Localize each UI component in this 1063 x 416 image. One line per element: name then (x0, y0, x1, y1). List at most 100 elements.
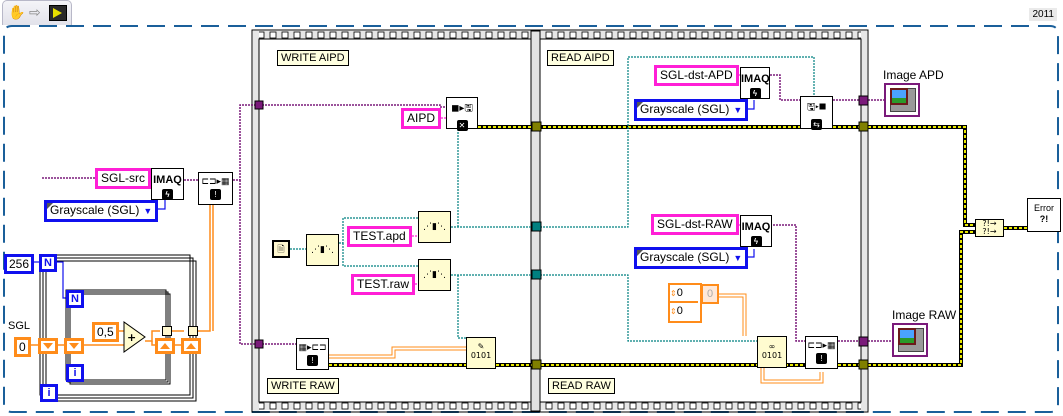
film-hole (797, 402, 805, 410)
film-hole (617, 31, 625, 39)
build-path-apd-vi[interactable]: ⋰▮⋱ (418, 211, 451, 243)
image-raw-indicator[interactable] (892, 323, 928, 357)
index-tunnel-outer (188, 326, 198, 336)
current-vi-path-constant[interactable]: 🗎 (272, 240, 290, 258)
shift-register-right-outer (181, 338, 201, 354)
film-hole (761, 402, 769, 410)
dimension-array-constant[interactable]: ⇕0 ⇕0 (668, 283, 702, 323)
ring-corner (637, 102, 643, 108)
film-hole (689, 31, 697, 39)
read-binary-file-vi[interactable]: ∞0101 (757, 336, 787, 368)
arrow-right-icon[interactable]: ⇨ (29, 5, 41, 21)
index-spinner-icon[interactable]: ⇕ (670, 289, 677, 298)
binary-icon: 0101 (761, 351, 783, 360)
film-hole (377, 402, 385, 410)
film-hole (737, 31, 745, 39)
vi-glyph-icon: ⇆ (811, 119, 822, 130)
toolbar-tab: ✋ ⇨ (2, 0, 72, 25)
hand-icon[interactable]: ✋ (8, 5, 26, 21)
film-hole (557, 31, 565, 39)
film-hole (425, 31, 433, 39)
film-hole (593, 31, 601, 39)
film-hole (497, 402, 505, 410)
film-hole (473, 402, 481, 410)
dropdown-arrow-icon[interactable]: ▼ (143, 206, 153, 216)
imaq-write-file-vi[interactable]: ◼▸🖫✕ (446, 97, 478, 131)
src-image-name-constant[interactable]: SGL-src (95, 168, 152, 189)
dropdown-arrow-icon[interactable]: ▼ (733, 253, 743, 263)
film-hole (497, 31, 505, 39)
dropdown-arrow-icon[interactable]: ▼ (733, 105, 743, 115)
image-apd-indicator[interactable] (884, 83, 920, 117)
image-raw-label: Image RAW (892, 308, 957, 322)
shift-register-left-outer (38, 338, 58, 354)
film-hole (293, 31, 301, 39)
build-path-raw-vi[interactable]: ⋰▮⋱ (418, 259, 451, 291)
array-value-0[interactable]: 0 (676, 287, 683, 299)
film-hole (641, 31, 649, 39)
apd-filename-constant[interactable]: TEST.apd (347, 226, 412, 247)
film-hole (341, 402, 349, 410)
write-binary-file-vi[interactable]: ✎0101 (466, 337, 496, 369)
index-tunnel-inner (162, 326, 172, 336)
shift-register-left-inner (64, 338, 84, 354)
image-type-ring-raw[interactable]: Grayscale (SGL)▼ (634, 247, 749, 269)
image-type-ring-apd[interactable]: Grayscale (SGL)▼ (634, 99, 749, 121)
dst-apd-name-constant[interactable]: SGL-dst-APD (654, 65, 739, 86)
film-hole (401, 402, 409, 410)
array-to-image-icon: ⊏⊐▸▦ (201, 176, 230, 186)
vi-icon[interactable] (49, 5, 67, 21)
outer-count-terminal: N (39, 254, 57, 272)
binary-icon: 0101 (470, 351, 492, 360)
vi-glyph-icon: ! (307, 355, 318, 366)
film-hole (809, 402, 817, 410)
image-to-array-vi[interactable]: ▦▸⊏⊐! (296, 338, 329, 370)
film-hole (269, 402, 277, 410)
strip-path-icon: ⋰▮⋱ (311, 245, 334, 255)
strip-path-vi[interactable]: ⋰▮⋱ (306, 234, 339, 266)
sgl-label: SGL (8, 320, 31, 332)
film-hole (713, 31, 721, 39)
film-hole (809, 31, 817, 39)
film-hole (329, 31, 337, 39)
array-to-image-vi[interactable]: ⊏⊐▸▦! (198, 172, 233, 205)
size-constant[interactable]: 256 (4, 254, 35, 274)
film-hole (617, 402, 625, 410)
sgl-initial-constant[interactable]: 0 (14, 337, 31, 357)
read-glasses-icon: ∞ (768, 342, 776, 351)
build-path-icon: ⋰▮⋱ (423, 222, 446, 232)
shift-register-right-inner (155, 338, 175, 354)
imaq-read-file-vi[interactable]: 🖫▸◼⇆ (800, 96, 833, 130)
film-hole (341, 31, 349, 39)
film-hole (461, 31, 469, 39)
imaq-create-label: IMAQ (741, 73, 770, 85)
film-hole (833, 31, 841, 39)
dst-raw-name-constant[interactable]: SGL-dst-RAW (651, 214, 739, 235)
film-hole (305, 31, 313, 39)
frame-label-read-aipd: READ AIPD (547, 50, 614, 66)
raw-filename-constant[interactable]: TEST.raw (351, 274, 416, 295)
merge-errors-node[interactable]: ?!→?!→ (975, 219, 1004, 237)
film-hole (485, 31, 493, 39)
array-to-image-raw-vi[interactable]: ⊏⊐▸▦! (805, 336, 838, 369)
image-type-label: Grayscale (SGL) (640, 250, 730, 264)
vi-glyph-icon: ! (210, 189, 221, 200)
error-handler-vi[interactable]: Error?! (1027, 198, 1061, 232)
array-value-1[interactable]: 0 (676, 305, 683, 317)
array-index-display[interactable]: 0 (701, 284, 719, 304)
image-type-ring[interactable]: Grayscale (SGL)▼ (44, 200, 159, 222)
film-hole (305, 402, 313, 410)
film-hole (581, 402, 589, 410)
write-file-icon: ◼▸🖫 (451, 103, 473, 114)
film-hole (641, 402, 649, 410)
aipd-file-type-constant[interactable]: AIPD (401, 108, 442, 129)
index-spinner-icon[interactable]: ⇕ (670, 307, 677, 316)
merge-errors-icon: ?!→?!→ (982, 219, 997, 236)
film-hole (701, 402, 709, 410)
inner-count-terminal: N (66, 290, 84, 308)
film-hole (281, 402, 289, 410)
increment-constant[interactable]: 0,5 (92, 322, 119, 342)
